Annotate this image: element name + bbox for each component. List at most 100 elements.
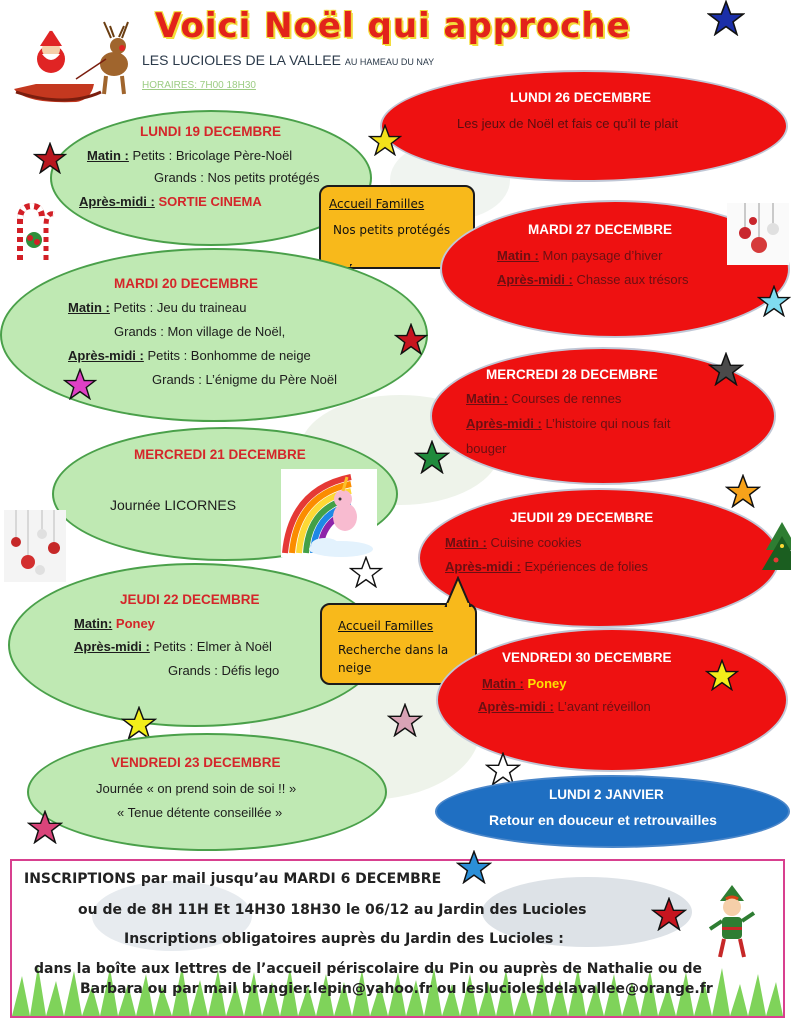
star-icon xyxy=(413,439,451,479)
afternoon-line: Après-midi : Petits : Elmer à Noël xyxy=(74,639,272,654)
afternoon-activity: Petits : Elmer à Noël xyxy=(149,639,272,654)
afternoon-activity: L’avant réveillon xyxy=(553,699,651,714)
afternoon-line: Après-midi : Petits : Bonhomme de neige xyxy=(68,348,311,363)
afternoon-line: Après-midi : SORTIE CINEMA xyxy=(79,194,262,209)
day-card-lundi-26: LUNDI 26 DECEMBRE Les jeux de Noël et fa… xyxy=(380,70,788,182)
morning-activity: Courses de rennes xyxy=(507,391,622,406)
morning-label: Matin : xyxy=(466,391,508,406)
callout-body-2: neige xyxy=(338,661,372,675)
day-activity: Journée « on prend soin de soi !! » xyxy=(96,781,297,796)
day-activity: Retour en douceur et retrouvailles xyxy=(489,812,717,828)
afternoon-line: Après-midi : L’histoire qui nous fait xyxy=(466,416,670,431)
day-note: « Tenue détente conseillée » xyxy=(117,805,283,820)
afternoon-label: Après-midi : xyxy=(497,272,573,287)
day-title: LUNDI 2 JANVIER xyxy=(549,787,664,802)
star-icon xyxy=(32,141,68,179)
callout-tail xyxy=(444,576,472,608)
morning-activity: Petits : Bricolage Père-Noël xyxy=(128,148,293,163)
registration-methods: dans la boîte aux lettres de l’accueil p… xyxy=(34,961,703,977)
afternoon-label: Après-midi : xyxy=(478,699,554,714)
morning-activity-2: Grands : Nos petits protégés xyxy=(154,170,320,185)
day-card-lundi-19: LUNDI 19 DECEMBRE Matin : Petits : Brico… xyxy=(50,110,372,246)
afternoon-label: Après-midi : xyxy=(74,639,150,654)
page-title: Voici Noël qui approche xyxy=(155,6,631,46)
registration-deadline: INSCRIPTIONS par mail jusqu’au MARDI 6 D… xyxy=(24,871,442,887)
star-icon xyxy=(706,0,746,41)
morning-label: Matin : xyxy=(87,148,129,163)
elf-icon xyxy=(702,883,762,963)
day-activity: Journée LICORNES xyxy=(110,497,237,513)
day-title: LUNDI 19 DECEMBRE xyxy=(140,124,282,139)
morning-activity-2: Grands : Mon village de Noël, xyxy=(114,324,286,339)
afternoon-label: Après-midi : xyxy=(68,348,144,363)
afternoon-activity: SORTIE CINEMA xyxy=(154,194,262,209)
ornaments-icon xyxy=(4,510,66,582)
callout-title: Accueil Familles xyxy=(338,619,434,633)
day-title: MERCREDI 28 DECEMBRE xyxy=(486,367,658,382)
morning-activity: Cuisine cookies xyxy=(486,535,582,550)
afternoon-activity: L’histoire qui nous fait xyxy=(541,416,671,431)
morning-activity: Poney xyxy=(523,676,567,691)
morning-label: Matin : xyxy=(445,535,487,550)
morning-line: Matin : Cuisine cookies xyxy=(445,535,582,550)
morning-activity: Poney xyxy=(112,616,155,631)
afternoon-label: Après-midi : xyxy=(79,194,155,209)
star-icon xyxy=(386,702,424,742)
opening-hours: HORAIRES: 7H00 18H30 xyxy=(142,80,256,91)
grass-decoration xyxy=(12,966,783,1016)
afternoon-activity: Chasse aux trésors xyxy=(572,272,689,287)
morning-label: Matin : xyxy=(497,248,539,263)
day-card-jeudi-22: JEUDI 22 DECEMBRE Matin: Poney Après-mid… xyxy=(8,563,382,727)
day-title: JEUDII 29 DECEMBRE xyxy=(510,510,654,525)
star-icon xyxy=(62,367,98,405)
morning-line: Matin : Poney xyxy=(482,676,567,691)
organization-location: AU HAMEAU DU NAY xyxy=(344,57,435,67)
registration-box: INSCRIPTIONS par mail jusqu’au MARDI 6 D… xyxy=(10,859,785,1018)
star-icon xyxy=(756,284,791,322)
afternoon-activity-2: Grands : Défis lego xyxy=(168,663,280,678)
afternoon-label: Après-midi : xyxy=(466,416,542,431)
day-title: VENDREDI 30 DECEMBRE xyxy=(502,650,672,665)
ornaments-icon xyxy=(727,203,789,265)
afternoon-activity-2: Grands : L’énigme du Père Noël xyxy=(152,372,337,387)
morning-activity: Petits : Jeu du traineau xyxy=(109,300,247,315)
afternoon-line: Après-midi : Expériences de folies xyxy=(445,559,648,574)
callout-body: Nos petits protégés xyxy=(333,223,451,237)
star-icon xyxy=(348,555,384,593)
day-card-vendredi-30: VENDREDI 30 DECEMBRE Matin : Poney Après… xyxy=(436,628,788,772)
star-icon xyxy=(26,809,64,849)
morning-label: Matin : xyxy=(482,676,524,691)
morning-line: Matin : Courses de rennes xyxy=(466,391,621,406)
star-icon xyxy=(704,658,740,696)
day-title: LUNDI 26 DECEMBRE xyxy=(510,90,652,105)
star-icon xyxy=(484,751,522,791)
registration-hours: ou de de 8H 11H Et 14H30 18H30 le 06/12 … xyxy=(78,902,587,918)
morning-line: Matin : Mon paysage d’hiver xyxy=(497,248,662,263)
star-icon xyxy=(367,123,403,161)
morning-activity: Mon paysage d’hiver xyxy=(538,248,663,263)
morning-label: Matin: xyxy=(74,616,113,631)
registration-emails: Barbara ou par mail brangier.lepin@yahoo… xyxy=(80,981,713,997)
morning-line: Matin: Poney xyxy=(74,616,155,631)
day-card-vendredi-23: VENDREDI 23 DECEMBRE Journée « on prend … xyxy=(27,733,387,851)
star-icon xyxy=(455,849,493,889)
star-icon xyxy=(650,896,688,936)
afternoon-line: Après-midi : Chasse aux trésors xyxy=(497,272,688,287)
registration-requirement: Inscriptions obligatoires auprès du Jard… xyxy=(124,931,564,947)
background-cloud xyxy=(92,881,252,951)
morning-line: Matin : Petits : Bricolage Père-Noël xyxy=(87,148,292,163)
morning-label: Matin : xyxy=(68,300,110,315)
star-icon xyxy=(724,473,762,513)
afternoon-label: Après-midi : xyxy=(445,559,521,574)
day-title: MERCREDI 21 DECEMBRE xyxy=(134,447,306,462)
unicorn-rainbow-icon xyxy=(281,469,377,557)
star-icon xyxy=(393,322,429,360)
day-activity: Les jeux de Noël et fais ce qu’il te pla… xyxy=(457,116,679,131)
day-title: MARDI 27 DECEMBRE xyxy=(528,222,673,237)
star-icon xyxy=(120,705,158,745)
santa-sleigh-icon xyxy=(6,4,141,109)
callout-body: Recherche dans la xyxy=(338,643,449,657)
callout-families-bottom: Accueil Familles Recherche dans la neige xyxy=(320,603,477,685)
day-card-lundi-2-janvier: LUNDI 2 JANVIER Retour en douceur et ret… xyxy=(435,775,790,848)
callout-title: Accueil Familles xyxy=(329,197,425,211)
